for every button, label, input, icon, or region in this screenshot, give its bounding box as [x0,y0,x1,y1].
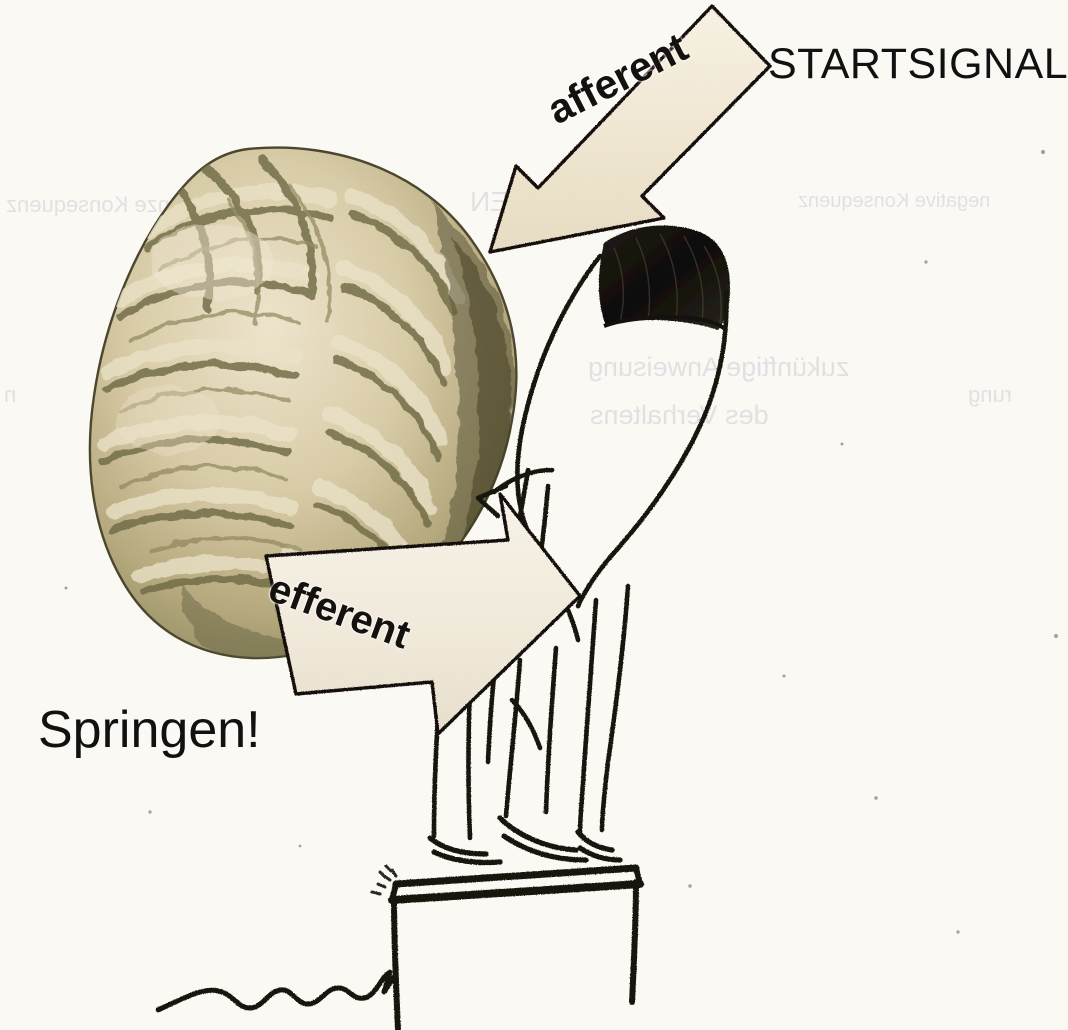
startsignal-label: STARTSIGNAL [768,40,1068,88]
scan-speckles [64,149,1058,934]
feet [427,815,623,866]
afferent-arrow [488,4,772,254]
hair-cap [598,225,730,332]
starting-block [370,864,644,1030]
springen-label: Springen! [38,701,261,759]
figure-body-outline [431,253,729,841]
water-line [155,969,399,1013]
efferent-arrow [264,492,582,736]
